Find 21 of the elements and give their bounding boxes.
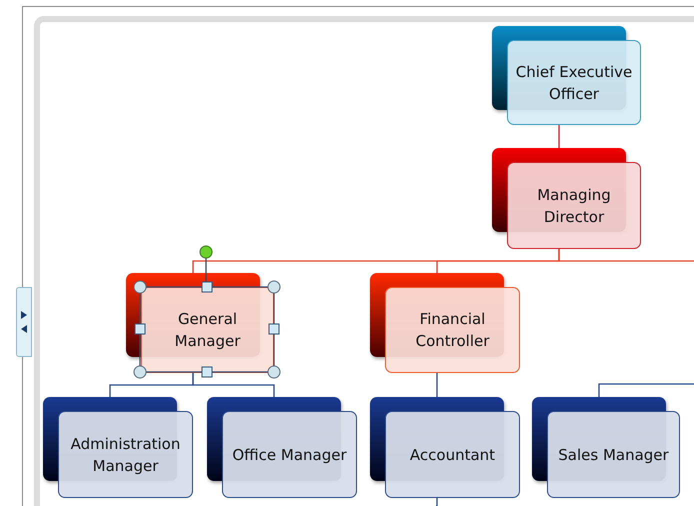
position-box: [532, 397, 680, 498]
position-title: Accountant: [410, 444, 496, 466]
connector-line: [558, 249, 694, 262]
position-box: [207, 397, 357, 498]
position-title: Financial Controller: [414, 309, 490, 352]
position-box: [492, 148, 641, 249]
position-box: [370, 397, 520, 498]
connector-line: [558, 125, 560, 148]
connector-line: [598, 383, 694, 397]
position-box: [370, 273, 520, 373]
position-box: [43, 397, 193, 498]
position-title: Managing Director: [536, 184, 612, 228]
position-box: [492, 26, 641, 125]
position-box: [126, 273, 274, 373]
position-title: Administration Manager: [70, 434, 182, 476]
position-title: General Manager: [174, 309, 242, 352]
connector-line: [436, 373, 438, 397]
connector-line: [192, 373, 275, 397]
position-title: Chief Executive Officer: [514, 62, 634, 104]
position-title: Office Manager: [232, 444, 347, 466]
position-title: Sales Manager: [558, 444, 669, 466]
